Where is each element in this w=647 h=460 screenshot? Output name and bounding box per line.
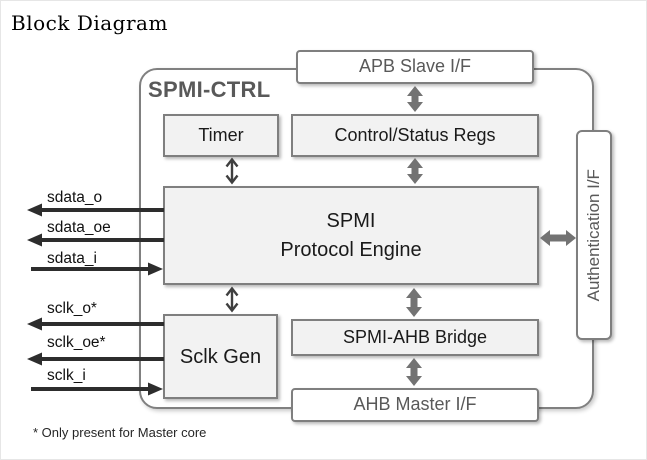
spmi-ctrl-label: SPMI-CTRL	[148, 77, 271, 102]
block-authentication-if-label: Authentication I/F	[583, 168, 603, 302]
block-timer: Timer	[163, 114, 279, 157]
block-sclk-gen-label: Sclk Gen	[179, 345, 262, 368]
signal-label-sdata-o: sdata_o	[47, 189, 103, 206]
signal-label-sdata-oe: sdata_oe	[47, 219, 111, 236]
signal-label-sclk-i: sclk_i	[47, 367, 86, 384]
block-apb-slave-if: APB Slave I/F	[296, 50, 534, 84]
page-title: Block Diagram	[11, 11, 168, 35]
block-spmi-protocol-engine-label-line1: SPMI	[326, 209, 376, 232]
footnote: * Only present for Master core	[33, 425, 207, 440]
block-spmi-ahb-bridge-label: SPMI-AHB Bridge	[342, 326, 488, 347]
signal-label-sclk-o: sclk_o*	[47, 300, 97, 317]
block-spmi-protocol-engine: SPMI Protocol Engine	[163, 186, 539, 285]
block-timer-label: Timer	[198, 124, 244, 145]
block-control-status-regs: Control/Status Regs	[291, 114, 539, 157]
block-sclk-gen: Sclk Gen	[163, 314, 278, 399]
block-spmi-ahb-bridge: SPMI-AHB Bridge	[291, 319, 539, 356]
block-control-status-regs-label: Control/Status Regs	[334, 124, 496, 145]
signal-label-sclk-oe: sclk_oe*	[47, 334, 106, 351]
block-ahb-master-if-label: AHB Master I/F	[353, 394, 477, 415]
block-spmi-protocol-engine-label-line2: Protocol Engine	[280, 238, 422, 261]
block-ahb-master-if: AHB Master I/F	[291, 388, 539, 422]
block-authentication-if: Authentication I/F	[576, 130, 612, 340]
signal-label-sdata-i: sdata_i	[47, 250, 97, 267]
block-apb-slave-if-label: APB Slave I/F	[358, 56, 472, 77]
